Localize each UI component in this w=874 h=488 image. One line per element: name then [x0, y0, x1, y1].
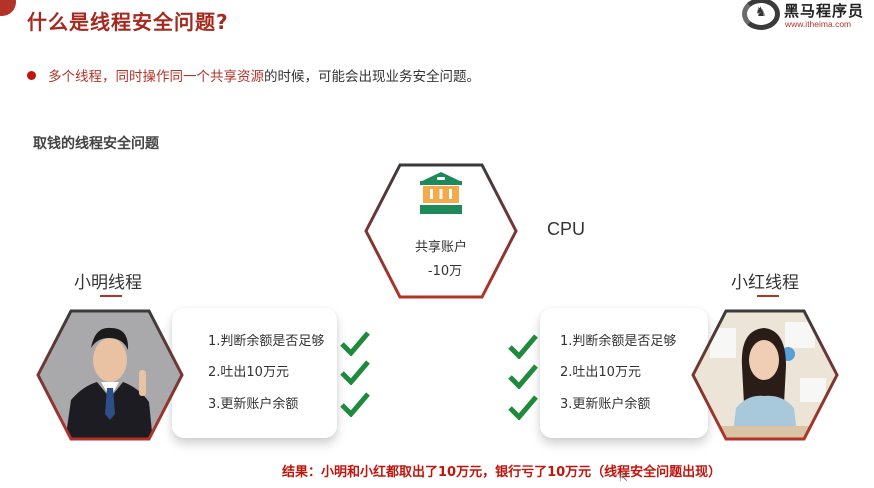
check-icon — [508, 334, 538, 359]
shared-account-hexagon — [364, 163, 518, 299]
horse-logo-icon: ♞ — [742, 0, 780, 30]
steps-card-xiaohong: 1.判断余额是否足够 2.吐出10万元 3.更新账户余额 — [540, 308, 708, 438]
step-item: 2.吐出10万元 — [208, 365, 289, 380]
check-icon — [340, 392, 370, 417]
thread-label-xiaoming: 小明线程 — [74, 273, 142, 293]
bank-icon — [420, 172, 462, 214]
bullet-dot-icon — [27, 70, 36, 80]
xiaohong-avatar — [691, 309, 839, 441]
logo-url: www.itheima.com — [785, 19, 852, 29]
bullet-point: 多个线程，同时操作同一个共享资源的时候，可能会出现业务安全问题。 — [27, 65, 480, 85]
logo-name: 黑马程序员 — [784, 2, 865, 20]
shared-account-value: -10万 — [427, 264, 463, 279]
bullet-text: 的时候，可能会出现业务安全问题。 — [264, 69, 480, 85]
check-icon — [340, 360, 370, 385]
check-icon — [508, 395, 538, 420]
label-underline — [100, 295, 122, 297]
step-item: 2.吐出10万元 — [560, 365, 641, 380]
result-text: 结果：小明和小红都取出了10万元，银行亏了10万元（线程安全问题出现） — [282, 465, 722, 480]
cpu-label: CPU — [547, 219, 586, 239]
label-underline — [757, 295, 779, 297]
slide-title: 什么是线程安全问题? — [27, 10, 229, 34]
section-heading: 取钱的线程安全问题 — [33, 136, 159, 152]
check-icon — [508, 364, 538, 389]
steps-card-xiaoming: 1.判断余额是否足够 2.吐出10万元 3.更新账户余额 — [172, 308, 337, 438]
corner-decoration — [0, 0, 16, 16]
brand-logo: ♞ 黑马程序员 www.itheima.com — [740, 0, 874, 30]
xiaoming-avatar — [36, 309, 184, 441]
mouse-cursor-icon: ⇱ — [620, 474, 628, 484]
shared-account-label: 共享账户 — [414, 240, 467, 255]
bullet-highlight-text: 多个线程，同时操作同一个共享资源 — [48, 69, 264, 85]
step-item: 3.更新账户余额 — [208, 397, 299, 412]
thread-label-xiaohong: 小红线程 — [731, 273, 799, 293]
step-item: 1.判断余额是否足够 — [208, 334, 325, 349]
check-icon — [340, 331, 370, 356]
step-item: 1.判断余额是否足够 — [560, 334, 677, 349]
step-item: 3.更新账户余额 — [560, 397, 651, 412]
